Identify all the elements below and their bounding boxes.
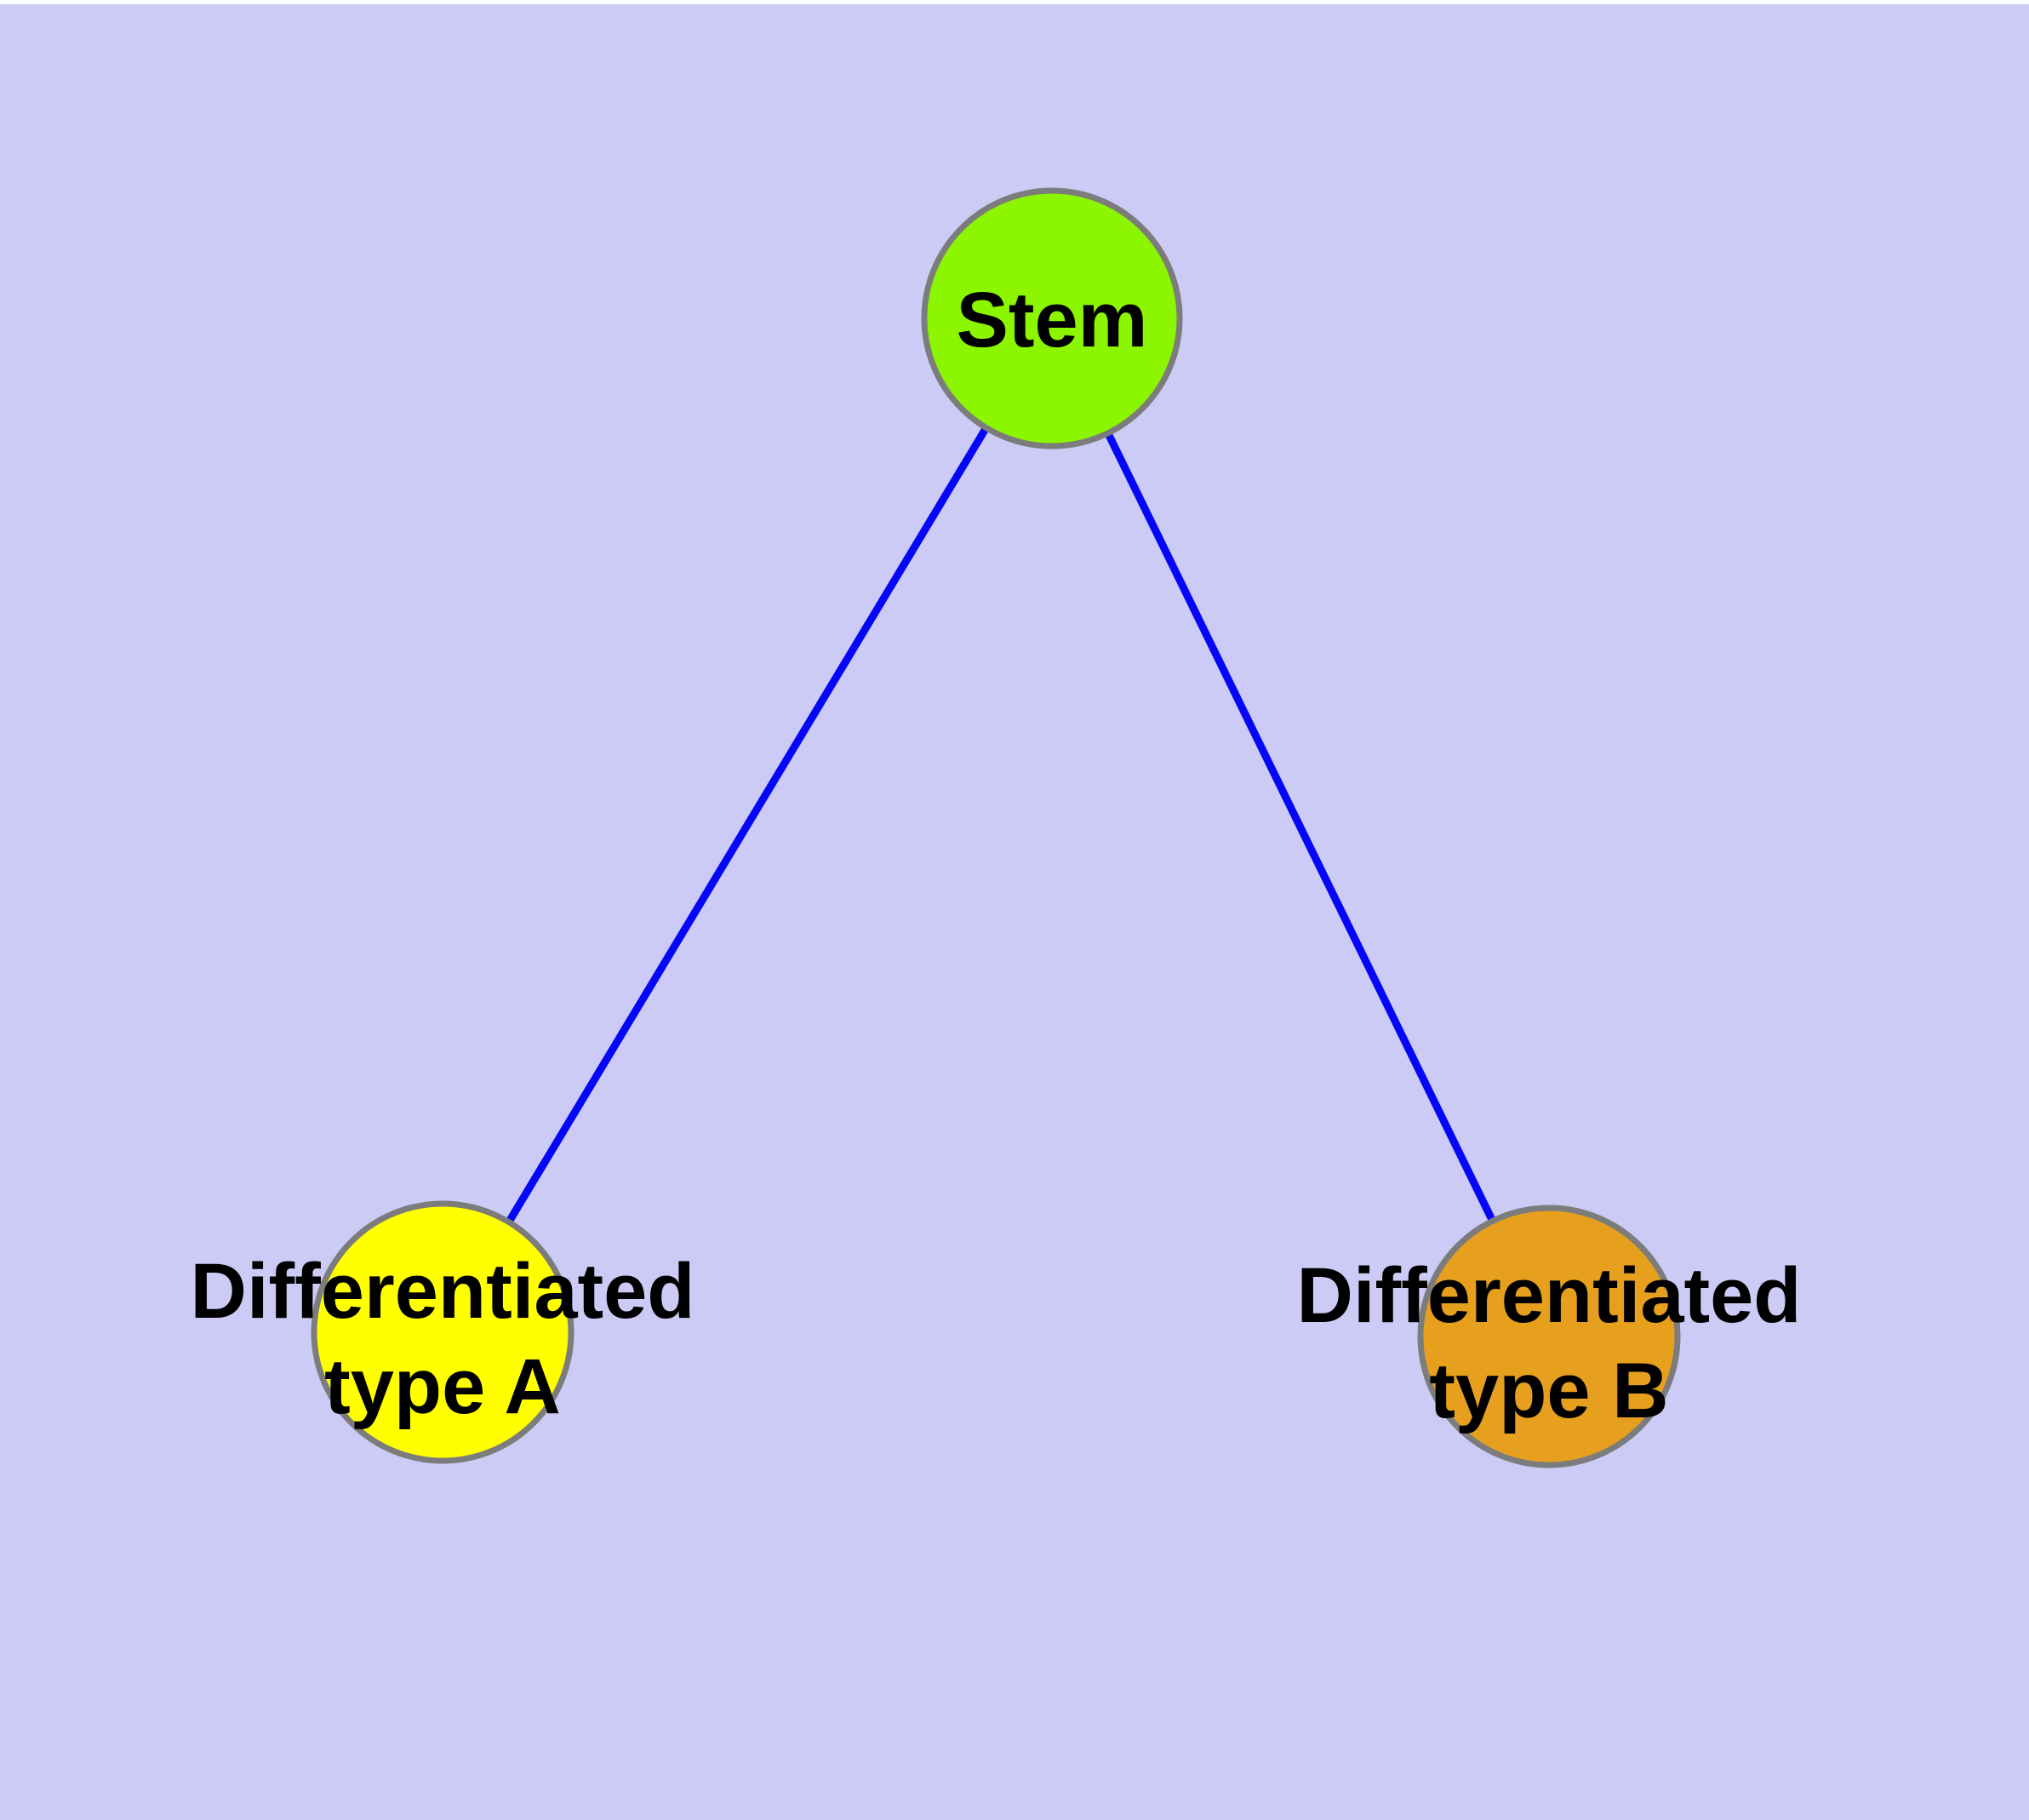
node-type-a-circle [311,1200,574,1464]
node-type-b-circle [1417,1205,1681,1468]
node-type-a-label-line1: Differentiated [191,1248,695,1335]
node-type-a-label-line2: type A [324,1343,561,1430]
node-stem-circle [921,187,1183,449]
edge-stem-to-type-b [1048,317,1553,1338]
edge-stem-to-type-a [439,316,1055,1335]
node-stem-label: Stem [957,277,1148,363]
node-type-b-label-line2: type B [1429,1348,1668,1434]
node-type-b-label-line1: Differentiated [1297,1252,1802,1339]
